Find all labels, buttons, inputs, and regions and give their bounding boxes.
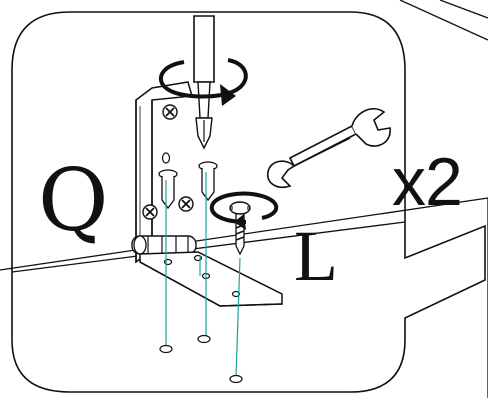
part-label-q: Q [38, 158, 109, 244]
screw [199, 162, 217, 200]
screw [159, 170, 177, 208]
quantity-label: x2 [392, 148, 462, 216]
screwdriver-icon [194, 16, 214, 148]
wrench-icon [268, 109, 390, 187]
screw-head [163, 105, 177, 119]
hinge-knuckle [132, 236, 196, 254]
part-label-l: L [294, 220, 338, 292]
screw-head [179, 197, 193, 211]
bolt [230, 202, 250, 254]
hinge-horizontal-leaf [140, 252, 282, 306]
floor-holes [160, 336, 242, 383]
screw-head [143, 205, 157, 219]
